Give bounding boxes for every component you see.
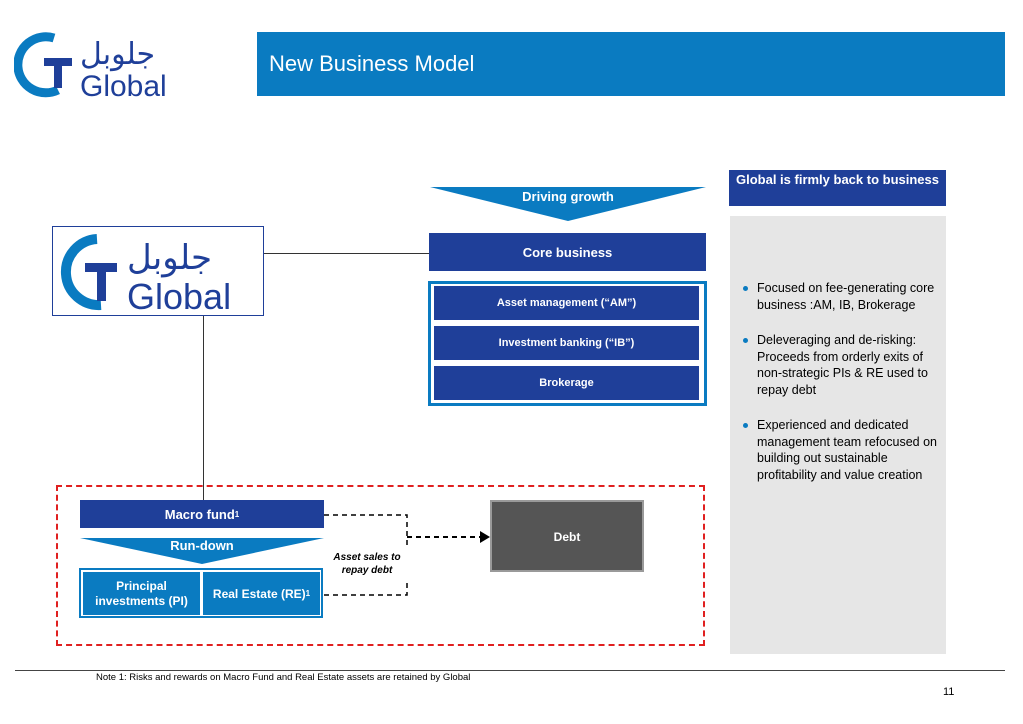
core-items-group — [428, 281, 707, 406]
global-logo: جلوبل Global — [13, 28, 190, 103]
logo-english-text: Global — [80, 70, 167, 100]
macro-fund-label: Macro fund — [164, 506, 235, 522]
core-item-brokerage: Brokerage — [434, 366, 699, 400]
logo-large-english-text: Global — [127, 276, 231, 315]
bullet-item: Deleveraging and de-risking: Proceeds fr… — [742, 332, 938, 398]
driving-growth-chevron — [430, 187, 706, 221]
core-item-label: Investment banking (“IB”) — [498, 337, 635, 349]
arrow-head-icon — [480, 531, 490, 543]
page-number: 11 — [943, 686, 955, 698]
real-estate-footnote: 1 — [305, 589, 311, 598]
side-panel — [730, 216, 946, 654]
principal-investments-box: Principal investments (PI) — [83, 572, 200, 615]
footnote: Note 1: Risks and rewards on Macro Fund … — [96, 672, 471, 683]
side-panel-header: Global is firmly back to business — [729, 170, 946, 206]
core-item-investment-banking: Investment banking (“IB”) — [434, 326, 699, 360]
side-panel-header-text: Global is firmly back to business — [735, 172, 939, 187]
core-item-asset-management: Asset management (“AM”) — [434, 286, 699, 320]
global-logo-large: جلوبل Global — [52, 226, 264, 317]
run-down-chevron — [80, 538, 324, 564]
driving-growth-label: Driving growth — [522, 189, 614, 204]
run-down-label: Run-down — [170, 538, 234, 553]
asset-sales-label: Asset sales to repay debt — [333, 552, 401, 576]
footer-divider — [15, 670, 1005, 671]
core-business-label: Core business — [522, 244, 613, 260]
real-estate-label: Real Estate (RE) — [212, 586, 306, 601]
real-estate-box: Real Estate (RE)1 — [203, 572, 320, 615]
core-item-label: Asset management (“AM”) — [496, 297, 637, 309]
title-bar: New Business Model — [257, 32, 1005, 96]
core-business-box: Core business — [429, 233, 706, 271]
run-down-area — [56, 485, 705, 646]
principal-investments-label: Principal investments (PI) — [95, 578, 188, 608]
connector-logo-core — [264, 253, 429, 254]
logo-large-arabic-text: جلوبل — [127, 238, 212, 278]
debt-label: Debt — [553, 530, 581, 544]
core-item-label: Brokerage — [539, 377, 594, 389]
asset-sales-flow — [324, 514, 490, 596]
page-title: New Business Model — [269, 51, 475, 76]
macro-fund-footnote: 1 — [234, 509, 240, 519]
debt-box: Debt — [490, 500, 644, 572]
bullet-item: Focused on fee-generating core business … — [742, 280, 938, 313]
connector-logo-macro — [203, 316, 204, 500]
logo-arabic-text: جلوبل — [80, 37, 155, 72]
bullet-item: Experienced and dedicated management tea… — [742, 417, 938, 483]
side-panel-bullets: Focused on fee-generating core business … — [742, 280, 938, 502]
